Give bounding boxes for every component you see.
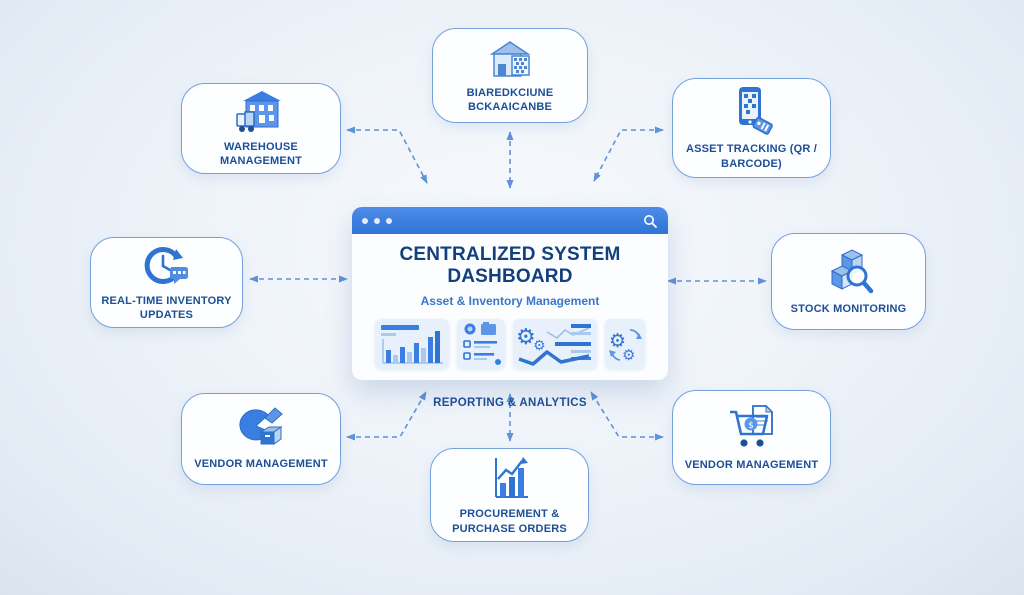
svg-text:⚙: ⚙	[516, 325, 536, 350]
pie-box-icon	[235, 406, 287, 452]
node-real-time-inventory[interactable]: REAL-TIME INVENTORY UPDATES	[90, 237, 243, 328]
boxes-magnifier-icon	[824, 247, 874, 297]
checklist-tile-icon[interactable]	[457, 318, 505, 369]
node-warehouse-management[interactable]: WAREHOUSE MANAGEMENT	[181, 83, 341, 174]
node-label: ASSET TRACKING (QR / BARCODE)	[685, 143, 818, 170]
node-label: PROCUREMENT & PURCHASE ORDERS	[452, 508, 567, 535]
node-label: WAREHOUSE MANAGEMENT	[219, 140, 303, 167]
svg-text:$: $	[748, 421, 754, 431]
search-icon[interactable]	[642, 213, 658, 229]
window-dot	[386, 217, 392, 224]
dashboard-window: CENTRALIZED SYSTEM DASHBOARD Asset & Inv…	[352, 207, 668, 380]
arrow-topleft-center	[346, 126, 428, 184]
dashboard-tiles: ⚙ ⚙	[364, 318, 656, 369]
node-stock-monitoring[interactable]: STOCK MONITORING	[771, 233, 926, 330]
dashboard-subtitle: Asset & Inventory Management	[420, 293, 600, 308]
node-top-center[interactable]: BIAREDKCIUNE BCKAAICANBE	[432, 28, 588, 123]
sync-gears-tile-icon[interactable]: ⚙ ⚙	[605, 318, 645, 369]
svg-text:⚙: ⚙	[622, 346, 635, 364]
browser-titlebar	[352, 207, 668, 234]
svg-text:⚙: ⚙	[609, 330, 626, 352]
node-label: BIAREDKCIUNE BCKAAICANBE	[466, 86, 554, 113]
phone-qr-tag-icon	[729, 85, 775, 137]
clock-update-icon	[142, 243, 192, 289]
reporting-analytics-label: REPORTING & ANALYTICS	[433, 397, 587, 409]
window-dot	[374, 217, 380, 224]
warehouse-qr-icon	[485, 37, 535, 81]
cart-invoice-icon: $	[727, 403, 777, 453]
node-procurement[interactable]: PROCUREMENT & PURCHASE ORDERS	[430, 448, 589, 542]
svg-text:⚙: ⚙	[533, 338, 546, 354]
node-asset-tracking[interactable]: ASSET TRACKING (QR / BARCODE)	[672, 78, 831, 178]
node-vendor-management-right[interactable]: $ VENDOR MANAGEMENT	[672, 390, 831, 485]
node-label: VENDOR MANAGEMENT	[194, 458, 328, 471]
node-label: VENDOR MANAGEMENT	[684, 458, 819, 471]
warehouse-truck-icon	[234, 89, 288, 135]
node-label: REAL-TIME INVENTORY UPDATES	[101, 294, 232, 321]
window-dot	[362, 217, 368, 224]
window-controls[interactable]	[362, 217, 392, 224]
bar-chart-tile-icon[interactable]	[375, 318, 449, 369]
arrow-topright-center	[593, 126, 664, 182]
gears-linechart-tile-icon[interactable]: ⚙ ⚙	[513, 318, 597, 369]
growth-chart-icon	[487, 454, 533, 502]
node-label: STOCK MONITORING	[790, 302, 907, 315]
dashboard-title: CENTRALIZED SYSTEM DASHBOARD	[399, 244, 621, 288]
node-vendor-management-left[interactable]: VENDOR MANAGEMENT	[181, 393, 341, 485]
